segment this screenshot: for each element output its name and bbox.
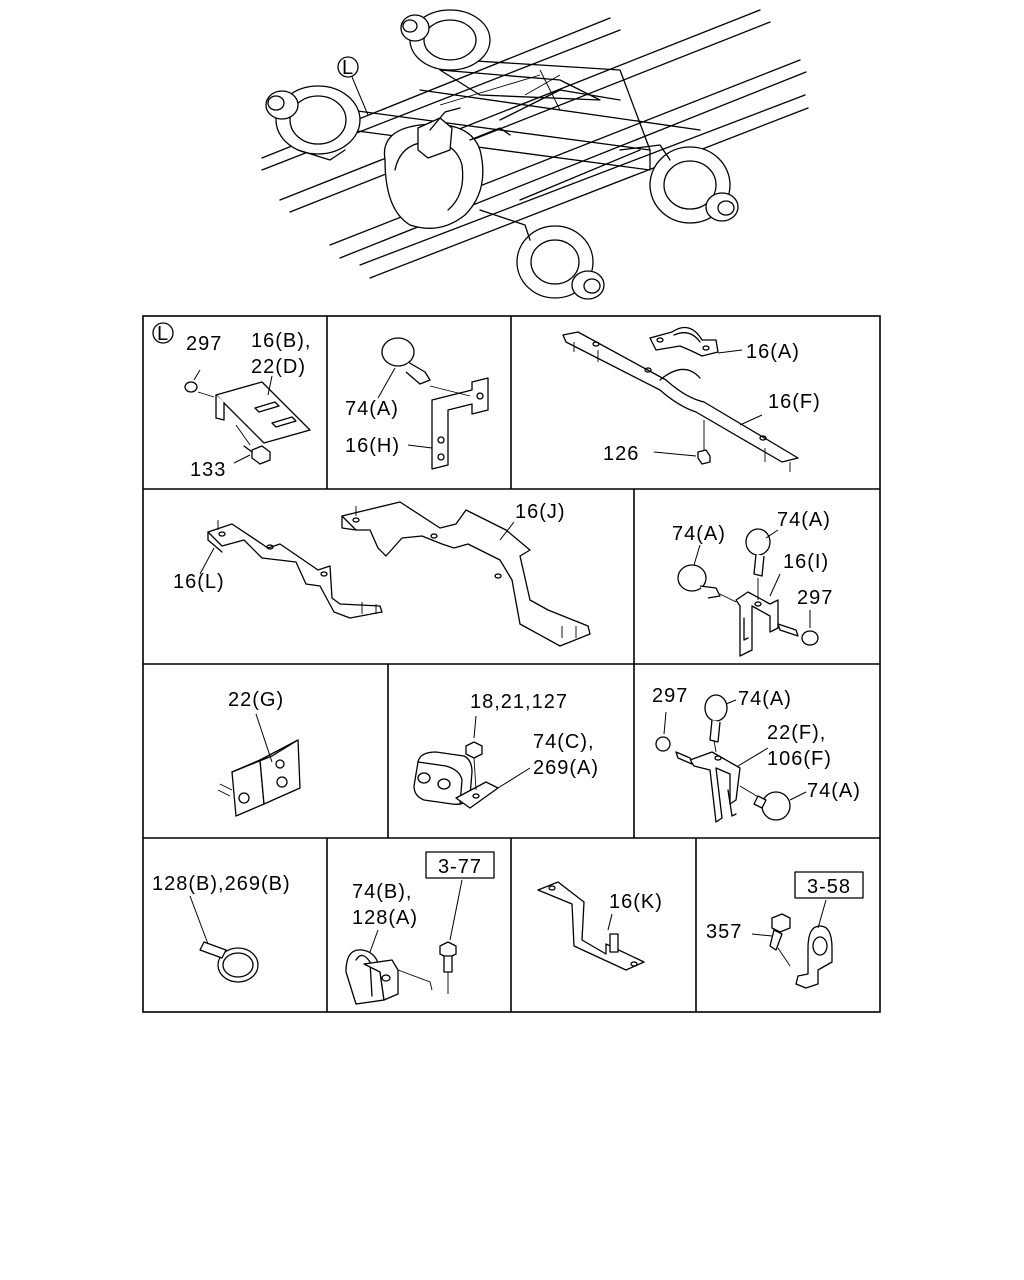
label-74a-bottom: 74(A) bbox=[807, 780, 861, 802]
overview-locator-l: L bbox=[342, 57, 354, 79]
panel-1: L 297 16(B), 22(D) 133 bbox=[152, 322, 311, 481]
label-16h: 16(H) bbox=[345, 435, 400, 457]
ref-3-77[interactable]: 3-77 bbox=[438, 856, 482, 878]
label-74a-right: 74(A) bbox=[777, 509, 831, 531]
label-22g: 22(G) bbox=[228, 689, 284, 711]
label-74a-top: 74(A) bbox=[738, 688, 792, 710]
label-16k: 16(K) bbox=[609, 891, 663, 913]
label-269a: 269(A) bbox=[533, 757, 599, 779]
panel-10: 3-77 74(B), 128(A) bbox=[345, 851, 495, 1005]
label-16b: 16(B), bbox=[251, 330, 311, 352]
ref-box-3-77[interactable] bbox=[425, 851, 495, 879]
label-22d: 22(D) bbox=[251, 356, 306, 378]
panel-3: 16(A) 16(F) 126 bbox=[562, 326, 821, 472]
label-126: 126 bbox=[603, 443, 639, 465]
label-357: 357 bbox=[706, 921, 742, 943]
panel-1-locator-l: L bbox=[157, 323, 169, 345]
label-16i: 16(I) bbox=[783, 551, 829, 573]
label-106f: 106(F) bbox=[767, 748, 832, 770]
label-297-p8: 297 bbox=[652, 685, 688, 707]
panel-5: 74(A) 74(A) 16(I) 297 bbox=[672, 509, 833, 657]
ref-box-3-58[interactable] bbox=[794, 871, 864, 899]
label-128a: 128(A) bbox=[352, 907, 418, 929]
label-297-p5: 297 bbox=[797, 587, 833, 609]
label-297: 297 bbox=[186, 333, 222, 355]
panel-6: 22(G) bbox=[217, 689, 301, 817]
panel-2: 74(A) 16(H) bbox=[345, 337, 489, 470]
panel-8: 297 74(A) 22(F), 106(F) 74(A) bbox=[652, 685, 861, 823]
panel-grid bbox=[142, 315, 881, 1013]
panel-11: 16(K) bbox=[537, 881, 663, 971]
label-16l: 16(L) bbox=[173, 571, 225, 593]
label-74a: 74(A) bbox=[345, 398, 399, 420]
ref-3-58[interactable]: 3-58 bbox=[807, 876, 851, 898]
label-16j: 16(J) bbox=[515, 501, 566, 523]
label-128b-269b: 128(B),269(B) bbox=[152, 873, 291, 895]
label-16a: 16(A) bbox=[746, 341, 800, 363]
label-16f: 16(F) bbox=[768, 391, 821, 413]
panel-12: 3-58 357 bbox=[706, 871, 864, 989]
panel-9: 128(B),269(B) bbox=[152, 873, 291, 983]
panel-4: 16(J) 16(L) bbox=[173, 501, 591, 647]
overview-illustration: L bbox=[261, 9, 809, 300]
nut-shape bbox=[184, 381, 198, 393]
label-133: 133 bbox=[190, 459, 226, 481]
label-22f: 22(F), bbox=[767, 722, 826, 744]
label-74b: 74(B), bbox=[352, 881, 412, 903]
label-18-21-127: 18,21,127 bbox=[470, 691, 568, 713]
label-74a-left: 74(A) bbox=[672, 523, 726, 545]
label-74c: 74(C), bbox=[533, 731, 595, 753]
panel-7: 18,21,127 74(C), 269(A) bbox=[413, 691, 599, 809]
